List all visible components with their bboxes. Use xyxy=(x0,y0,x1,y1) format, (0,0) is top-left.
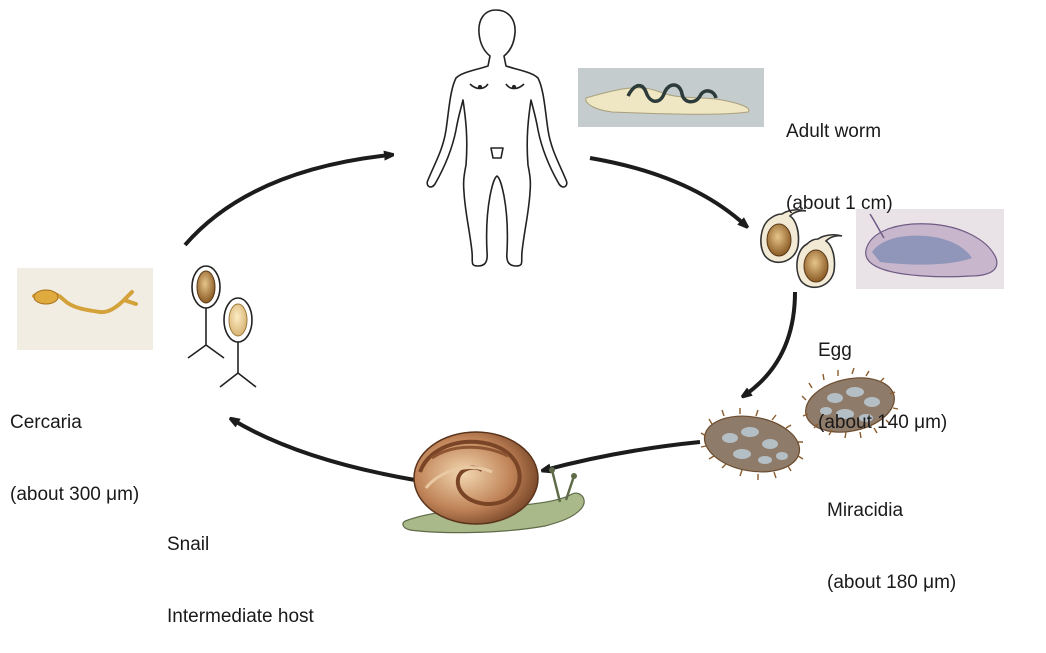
miracidia-size: (about 180 μm) xyxy=(827,571,956,595)
egg-label: Egg (about 140 μm) xyxy=(818,291,947,459)
human-figure-icon xyxy=(427,10,567,266)
arrow-egg-to-miracidia xyxy=(745,292,795,395)
egg-size: (about 140 μm) xyxy=(818,411,947,435)
snail-icon xyxy=(403,432,584,533)
snail-name: Snail xyxy=(167,533,314,557)
arrow-cercaria-to-human xyxy=(185,155,390,245)
egg-name: Egg xyxy=(818,339,947,363)
miracidia-name: Miracidia xyxy=(827,499,956,523)
adult-worm-label: Adult worm (about 1 cm) xyxy=(786,72,893,240)
adult-worm-photo xyxy=(578,68,764,127)
arrow-miracidia-to-snail xyxy=(545,442,700,470)
cercaria-icon xyxy=(188,266,256,387)
arrow-human-to-egg xyxy=(590,158,745,225)
cercaria-size: (about 300 μm) xyxy=(10,483,139,507)
snail-role: Intermediate host xyxy=(167,605,314,629)
adult-worm-name: Adult worm xyxy=(786,120,893,144)
snail-label: Snail Intermediate host xyxy=(167,485,314,653)
arrow-snail-to-cercaria xyxy=(233,420,415,480)
cercaria-label: Cercaria (about 300 μm) xyxy=(10,363,139,531)
cercaria-photo xyxy=(17,268,153,350)
adult-worm-size: (about 1 cm) xyxy=(786,192,893,216)
cercaria-name: Cercaria xyxy=(10,411,139,435)
miracidia-label: Miracidia (about 180 μm) xyxy=(827,451,956,619)
